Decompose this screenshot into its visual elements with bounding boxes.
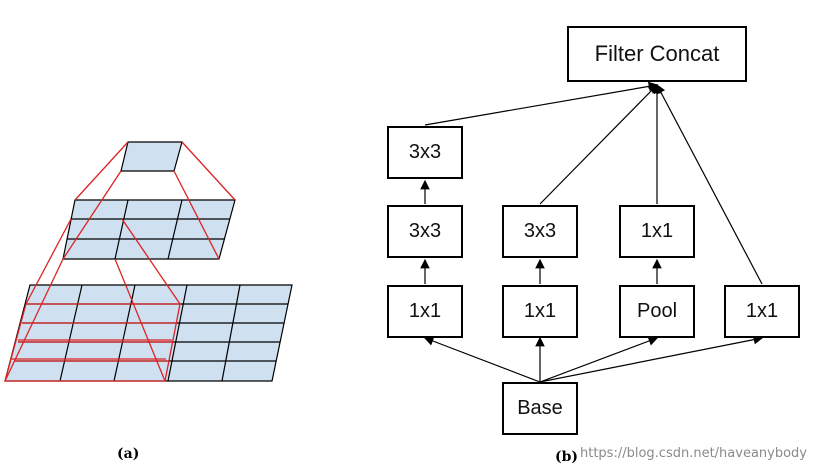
top-to-middle-lines: [62, 141, 236, 260]
caption-a: (a): [117, 446, 140, 462]
edge-b4-concat: [656, 83, 763, 285]
middle-to-bottom-lines: [4, 218, 181, 382]
branch3-mid-node: 1x1: [619, 205, 695, 258]
edge-base-b4: [539, 334, 764, 383]
branch3-pool-node: Pool: [619, 285, 695, 338]
branch2-mid-node: 3x3: [502, 205, 578, 258]
caption-b: (b): [555, 449, 579, 465]
edge-b2-concat: [539, 84, 658, 205]
branch1-top-node: 3x3: [387, 126, 463, 179]
base-node: Base: [502, 382, 578, 435]
branch2-bottom-node: 1x1: [502, 285, 578, 338]
branch1-bottom-node: 1x1: [387, 285, 463, 338]
watermark-text: https://blog.csdn.net/haveanybody: [580, 446, 808, 461]
branch1-mid-node: 3x3: [387, 205, 463, 258]
branch4-bottom-node: 1x1: [724, 285, 800, 338]
filter-concat-node: Filter Concat: [567, 26, 747, 82]
edge-base-b1: [423, 336, 541, 383]
edge-b1-concat: [424, 81, 659, 126]
edge-base-b3: [539, 336, 659, 383]
middle-grid-lines: [67, 199, 230, 260]
